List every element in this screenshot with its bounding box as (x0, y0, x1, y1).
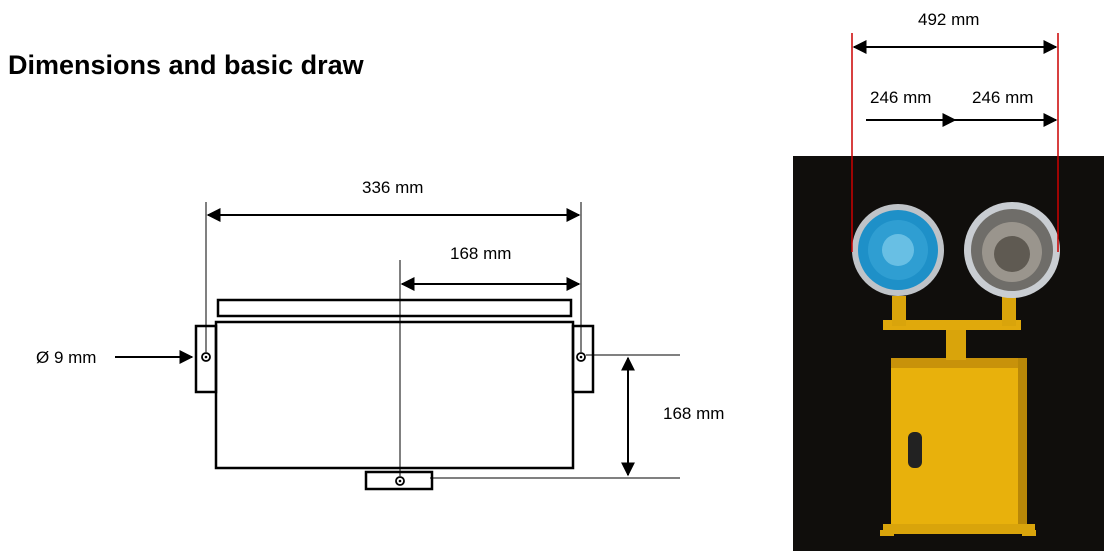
half-width-label: 168 mm (450, 244, 512, 263)
overall-width-label: 336 mm (362, 178, 424, 197)
bottom-bracket (364, 470, 434, 491)
photo-right-half-label: 246 mm (972, 88, 1034, 107)
page-title: Dimensions and basic draw (8, 50, 364, 80)
hole-diameter-label: Ø 9 mm (36, 348, 97, 367)
door-lock-icon (908, 432, 922, 468)
extension-lines (205, 202, 680, 479)
red-guide-lines (851, 33, 1059, 252)
right-bracket (571, 324, 595, 394)
height-label: 168 mm (663, 404, 725, 423)
housing-body (214, 320, 575, 470)
photo-overall-width-label: 492 mm (918, 10, 980, 29)
product-photo (793, 156, 1104, 551)
photo-left-half-label: 246 mm (870, 88, 932, 107)
housing-outline (194, 298, 595, 491)
housing-lid (216, 298, 573, 318)
